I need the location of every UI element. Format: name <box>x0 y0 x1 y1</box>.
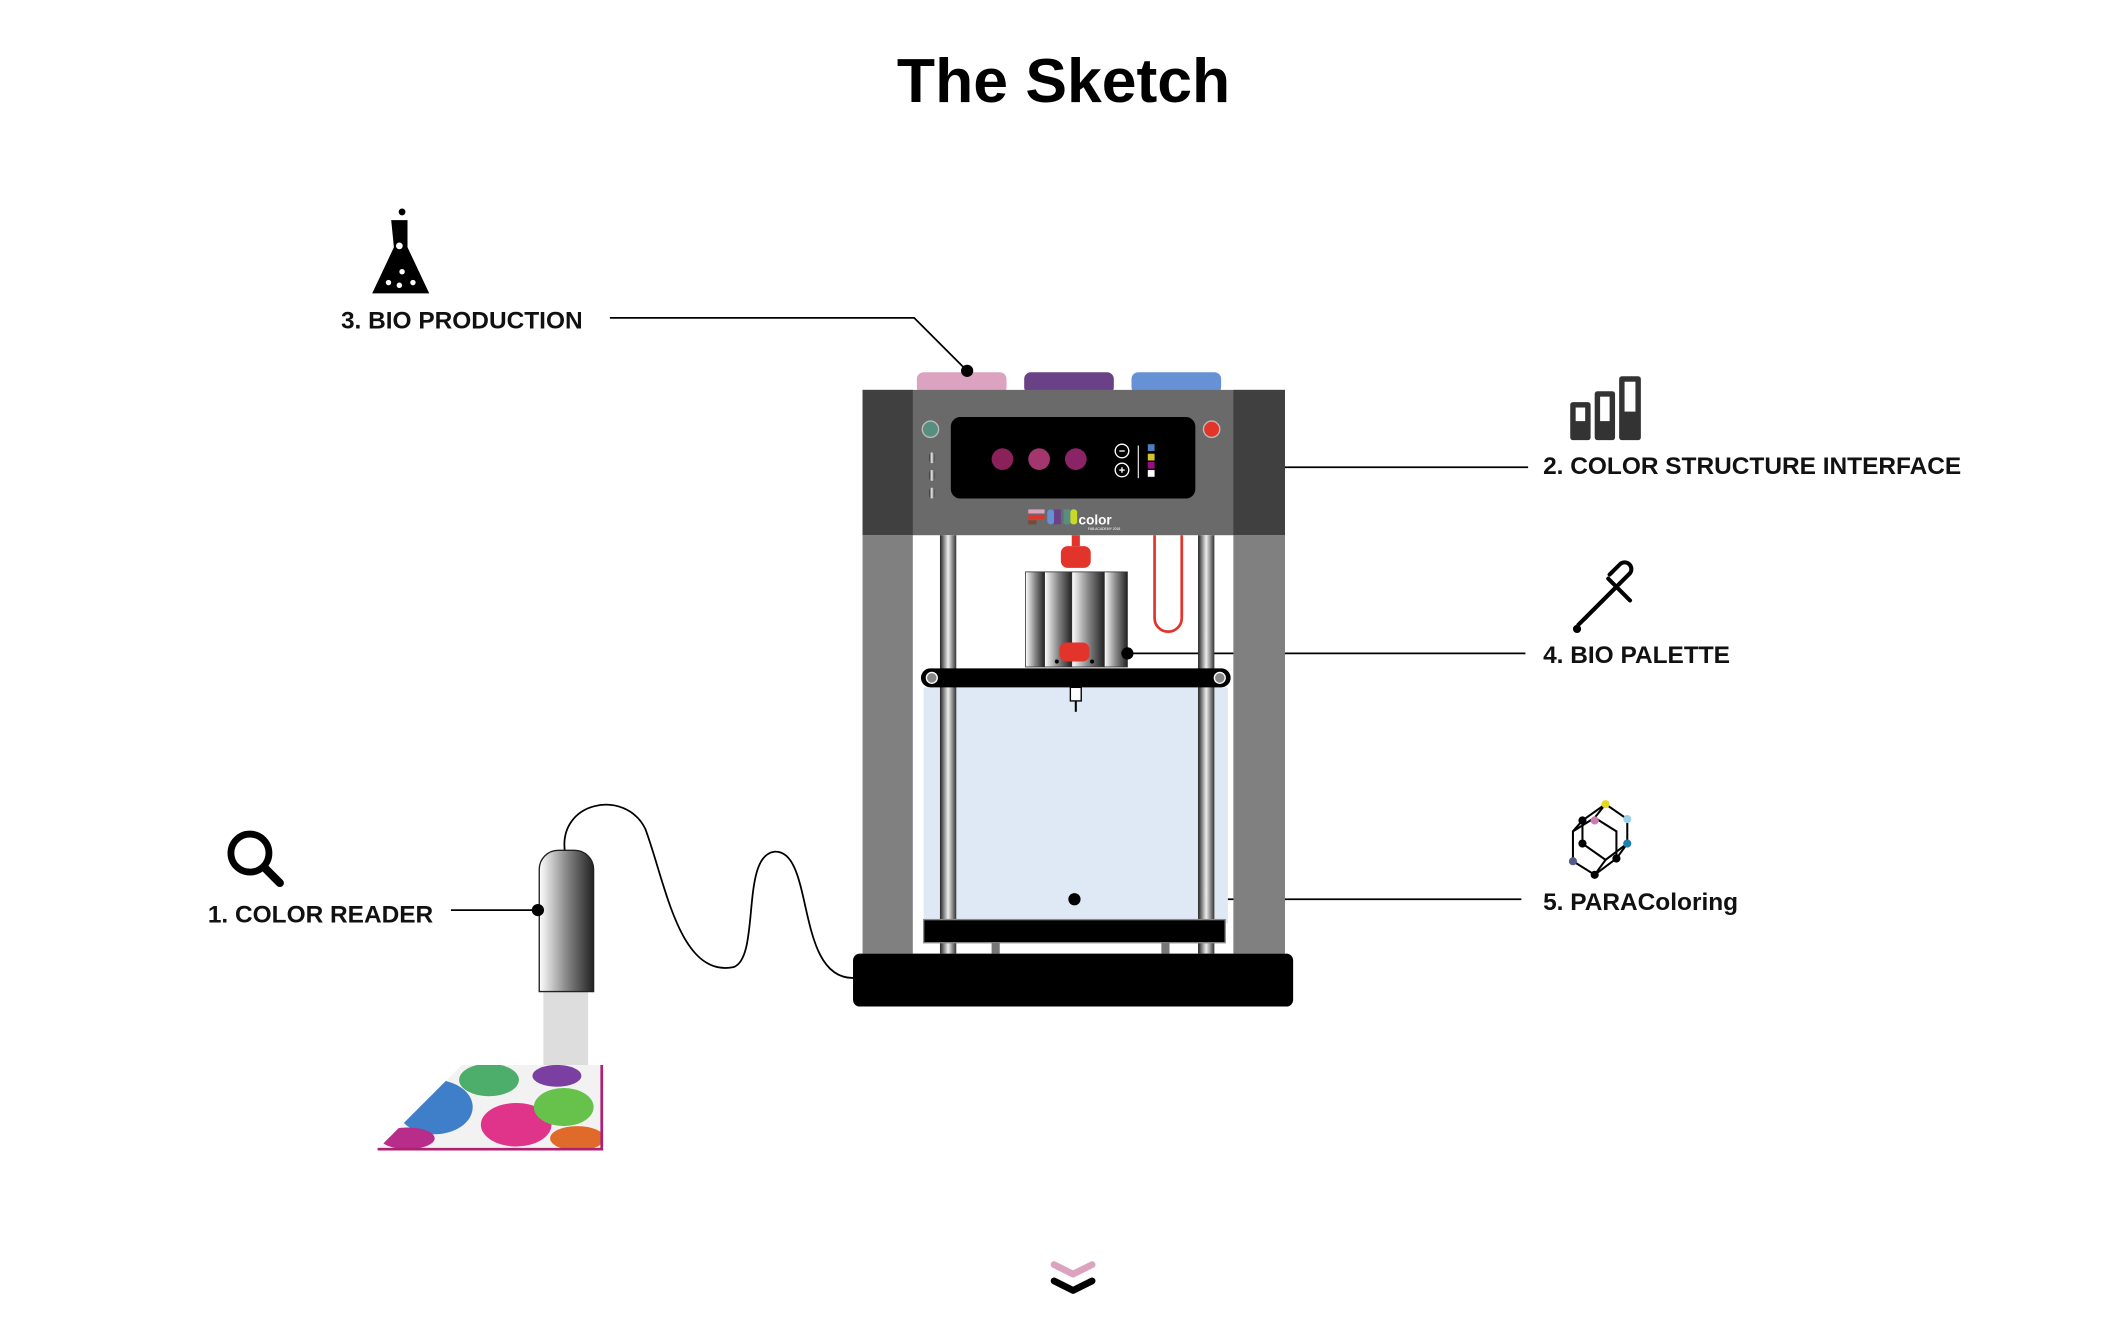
dropper-icon <box>1572 560 1634 634</box>
color-sample-pad <box>377 1064 604 1151</box>
minus-button <box>1114 443 1130 459</box>
label-color-reader: 1. COLOR READER <box>208 901 434 928</box>
flask-icon <box>372 208 430 294</box>
red-button <box>1202 420 1221 439</box>
printer-machine: color FAB ACADEMY 2018 <box>853 372 1294 1007</box>
label-color-structure-interface: 2. COLOR STRUCTURE INTERFACE <box>1543 453 1961 480</box>
plus-button <box>1114 462 1130 478</box>
chamber <box>923 687 1228 924</box>
magnifier-icon <box>227 830 284 888</box>
molecule-icon <box>1568 800 1632 879</box>
svg-text:color: color <box>1079 512 1113 527</box>
color-reader-device <box>377 803 854 1151</box>
bar-chart-icon <box>1570 376 1641 441</box>
bio-palette-cylinders <box>1025 571 1128 668</box>
leader-line-bio-production <box>609 316 968 372</box>
label-paracoloring: 5. PARAColoring <box>1543 889 1738 916</box>
ink-tab-blue <box>1131 372 1222 394</box>
chevron-down-icon[interactable] <box>1050 1261 1096 1294</box>
page-title: The Sketch <box>897 46 1230 116</box>
svg-text:FAB ACADEMY 2018: FAB ACADEMY 2018 <box>1088 527 1120 531</box>
ink-tab-purple <box>1024 372 1114 394</box>
label-bio-palette: 4. BIO PALETTE <box>1543 642 1730 669</box>
green-button <box>921 420 940 439</box>
fab-color-logo: color FAB ACADEMY 2018 <box>1028 509 1120 531</box>
machine-base <box>853 953 1294 1007</box>
label-bio-production: 3. BIO PRODUCTION <box>341 308 583 335</box>
ink-tab-pink <box>916 372 1007 394</box>
